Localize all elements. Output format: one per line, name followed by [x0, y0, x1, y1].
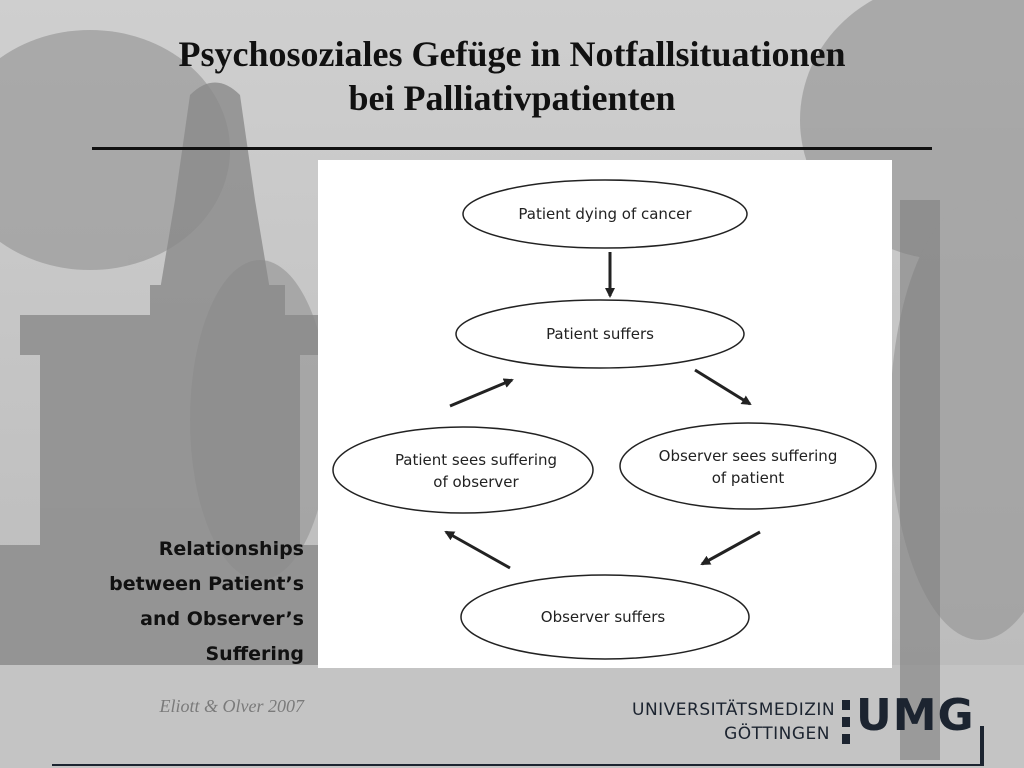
logo-vertical-bar: [980, 726, 984, 766]
citation: Eliott & Olver 2007: [159, 696, 304, 716]
arrow-suffers-to-observer-sees: [694, 368, 752, 406]
node-observer-sees-label-1: Observer sees suffering: [659, 447, 838, 465]
node-patient-sees-label-1: Patient sees suffering: [395, 451, 557, 469]
arrow-observer-sees-to-observer-suffers: [700, 530, 761, 566]
node-patient-suffers: [455, 299, 745, 369]
node-observer-sees: [619, 422, 877, 510]
caption-line-4: Suffering: [205, 643, 305, 665]
node-patient-dying: [462, 179, 748, 249]
arrow-patient-sees-to-suffers: [449, 378, 514, 408]
node-observer-suffers-label: Observer suffers: [541, 608, 666, 626]
node-patient-dying-label: Patient dying of cancer: [518, 205, 692, 223]
logo-text-line-1: UNIVERSITÄTSMEDIZIN: [632, 700, 836, 720]
umg-logo: UNIVERSITÄTSMEDIZIN GÖTTINGEN UMG: [632, 690, 992, 766]
logo-separator: [842, 700, 850, 744]
suffering-cycle-diagram: Patient dying of cancer Patient suffers …: [332, 179, 877, 660]
title-line-2: bei Palliativpatienten: [348, 78, 676, 118]
node-patient-suffers-label: Patient suffers: [546, 325, 654, 343]
title-line-1: Psychosoziales Gefüge in Notfallsituatio…: [178, 34, 846, 74]
arrow-observer-suffers-to-patient-sees: [444, 530, 511, 570]
diagram-panel: Patient dying of cancer Patient suffers …: [318, 160, 892, 668]
diagram-caption: Relationships between Patient’s and Obse…: [60, 532, 304, 672]
title-underline: [92, 147, 932, 150]
node-patient-sees-label-2: of observer: [433, 473, 519, 491]
node-observer-suffers: [460, 574, 750, 660]
slide-title: Psychosoziales Gefüge in Notfallsituatio…: [40, 32, 984, 120]
node-observer-sees-label-2: of patient: [712, 469, 785, 487]
caption-line-1: Relationships: [158, 538, 304, 560]
logo-text-line-2: GÖTTINGEN: [724, 724, 830, 744]
node-patient-sees: [332, 426, 594, 514]
caption-line-3: and Observer’s: [140, 608, 304, 630]
caption-line-2: between Patient’s: [109, 573, 304, 595]
footer-rule: [52, 764, 984, 766]
logo-mark: UMG: [856, 690, 975, 741]
